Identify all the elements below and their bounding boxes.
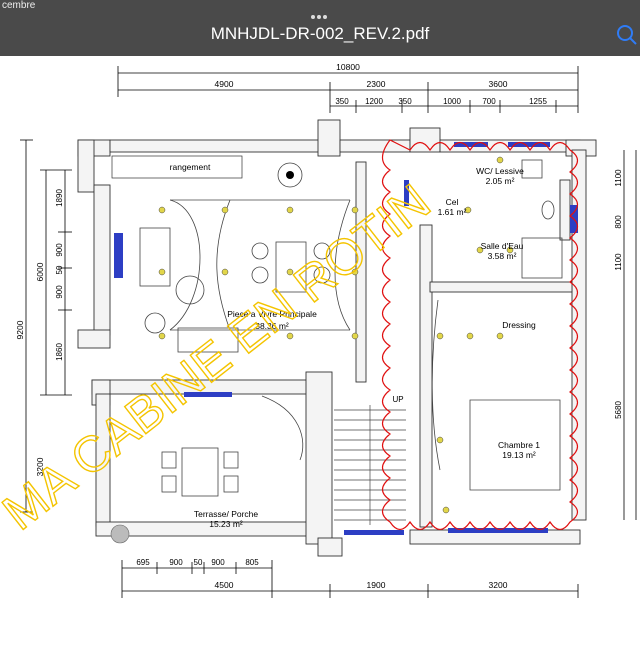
stairs (334, 405, 406, 525)
room-area-cellier: 1.61 m² (438, 207, 467, 217)
storage-unit (111, 155, 243, 179)
room-label-cellier: Cel (446, 197, 459, 207)
left-dimension-lines (20, 139, 72, 513)
dim-top-row3-d: 1000 (443, 97, 461, 106)
dim-left-part-c: 50 (55, 265, 64, 274)
room-label-terrasse: Terrasse/ Porche (194, 509, 259, 519)
room-area-terrasse: 15.23 m² (209, 519, 243, 529)
dim-top-row3-f: 1255 (529, 97, 547, 106)
dim-right-big: 5680 (614, 401, 623, 419)
dim-top-row3-c: 350 (398, 97, 412, 106)
revision-cloud (381, 139, 579, 531)
app-toolbar: cembre MNHJDL-DR-002_REV.2.pdf (0, 0, 640, 56)
dim-top-row3-e: 700 (482, 97, 496, 106)
room-area-piece: 38.36 m² (255, 321, 289, 331)
document-title: MNHJDL-DR-002_REV.2.pdf (210, 24, 430, 43)
floor-plan: 10800 4900 2300 3600 350 1200 350 1000 7… (0, 56, 640, 640)
right-dimension-lines (623, 150, 637, 520)
handwritten-annotation: MA CABINE EN ROTIN (0, 173, 441, 540)
dim-left-part-b: 900 (55, 243, 64, 257)
windows (114, 142, 578, 535)
dim-left-bottom: 3200 (35, 457, 45, 476)
floor-plan-drawing: 10800 4900 2300 3600 350 1200 350 1000 7… (0, 62, 637, 598)
dim-bottom-total-b: 1900 (367, 580, 386, 590)
room-label-wc: WC/ Lessive (476, 166, 524, 176)
bath-fixtures (431, 159, 563, 491)
living-furniture (139, 162, 351, 353)
dim-bottom-d: 900 (211, 558, 225, 567)
dim-top-row3-b: 1200 (365, 97, 383, 106)
dim-top-row2-a: 4900 (215, 79, 234, 89)
room-area-chambre: 19.13 m² (502, 450, 536, 460)
dim-right-c: 1100 (614, 253, 623, 271)
room-area-wc: 2.05 m² (486, 176, 515, 186)
dim-top-row2-c: 3600 (489, 79, 508, 89)
light-fixtures (158, 156, 514, 514)
dim-right-a: 1100 (614, 169, 623, 187)
dim-bottom-a: 695 (136, 558, 150, 567)
dim-top-row2-b: 2300 (367, 79, 386, 89)
dim-bottom-total-c: 3200 (489, 580, 508, 590)
dim-bottom-total-a: 4500 (215, 580, 234, 590)
terrace-furniture (161, 395, 304, 497)
dim-right-b: 800 (614, 215, 623, 229)
room-area-salle: 3.58 m² (488, 251, 517, 261)
stove-icon (286, 171, 294, 179)
room-label-chambre: Chambre 1 (498, 440, 540, 450)
window-grabber[interactable] (311, 6, 329, 19)
dim-bottom-b: 900 (169, 558, 183, 567)
dim-left-part-e: 1860 (55, 343, 64, 361)
room-label-salle: Salle d'Eau (481, 241, 524, 251)
stairs-up-label: UP (392, 395, 403, 404)
dim-top-total: 10800 (336, 62, 360, 72)
dim-left-total: 9200 (15, 320, 25, 339)
room-label-dressing: Dressing (502, 320, 536, 330)
tree-icon (110, 524, 130, 544)
dim-bottom-e: 805 (245, 558, 259, 567)
walls (77, 119, 597, 557)
dim-bottom-c: 50 (194, 558, 203, 567)
dim-left-mid: 6000 (35, 262, 45, 281)
dim-left-part-d: 900 (55, 285, 64, 299)
dim-top-row3-a: 350 (335, 97, 349, 106)
status-date: cembre (2, 0, 36, 11)
room-label-rangement: rangement (170, 162, 211, 172)
bottom-dimension-lines (121, 560, 579, 598)
search-icon[interactable] (616, 24, 638, 46)
dim-left-part-a: 1890 (55, 189, 64, 207)
top-dimension-lines (117, 66, 579, 113)
room-label-piece: Piece a Vivre Principale (227, 309, 317, 319)
